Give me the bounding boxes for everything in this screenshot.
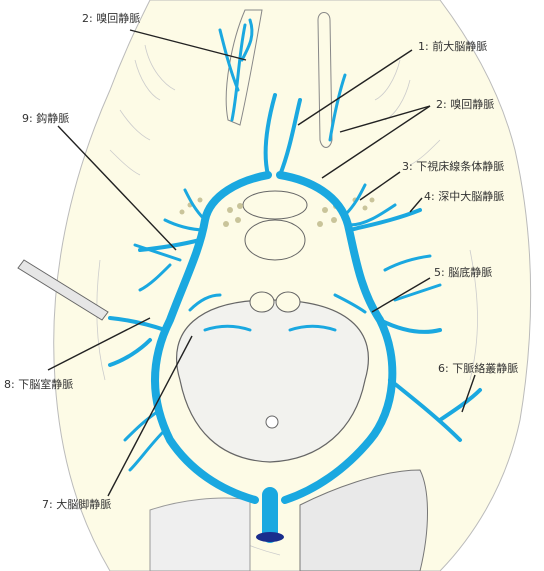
leader-l5 — [371, 277, 431, 313]
anterior-cerebral-vein-left — [263, 93, 277, 177]
inferior-choroidal-vein-right — [378, 318, 482, 442]
label-inferior-ventricular-vein: 8: 下脳室静脈 — [4, 378, 74, 391]
straight-sinus — [256, 532, 284, 542]
leader-l3 — [359, 171, 401, 201]
deep-middle-cerebral-vein-right — [348, 208, 422, 232]
label-peduncular-vein: 7: 大脳脚静脈 — [42, 498, 112, 511]
brain-base-outline — [53, 0, 532, 571]
retractor-probe — [17, 259, 109, 321]
tuber-cinereum — [244, 219, 306, 261]
leader-l6 — [461, 374, 476, 413]
label-deep-middle-cerebral-vein: 4: 深中大脳静脈 — [424, 190, 505, 203]
anterior-cerebral-vein-right — [278, 98, 302, 177]
label-uncal-vein: 9: 鈎静脈 — [22, 112, 70, 125]
inferior-striate-veins-left — [163, 188, 207, 232]
olfactory-vein-right — [328, 73, 347, 142]
label-basal-vein: 5: 脳底静脈 — [434, 266, 493, 279]
cerebral-aqueduct — [265, 415, 279, 429]
tissue-hatching — [96, 44, 478, 556]
leader-l2b-1 — [339, 105, 431, 133]
basal-tributaries-right — [383, 254, 442, 302]
uncal-vein-left — [133, 243, 182, 292]
leader-l8 — [47, 317, 151, 371]
label-olfactory-vein-left: 2: 嗅回静脈 — [82, 12, 141, 25]
inferior-striate-veins-right — [343, 183, 397, 227]
leader-l9 — [57, 125, 177, 251]
leader-lines — [47, 29, 476, 497]
cerebellum-left — [149, 497, 251, 571]
leader-l2b-2 — [321, 105, 431, 179]
leader-l7 — [107, 335, 193, 497]
leader-l1 — [297, 49, 413, 126]
label-olfactory-vein-right: 2: 嗅回静脈 — [436, 98, 495, 111]
mammillary-left — [249, 291, 275, 313]
basal-tributaries-left — [123, 408, 167, 472]
cerebellum-right — [299, 469, 428, 571]
leader-l4 — [409, 197, 423, 213]
venous-system — [108, 18, 482, 543]
basal-vein-left — [151, 171, 272, 504]
label-inferior-striate-veins: 3: 下視床線条体静脈 — [402, 160, 505, 173]
midbrain-outline — [175, 299, 369, 463]
optic-chiasm — [242, 190, 308, 220]
right-olfactory-tract — [317, 12, 333, 148]
leader-l2a — [129, 29, 247, 61]
mammillary-right — [275, 291, 301, 313]
label-inferior-choroidal-vein: 6: 下脈絡叢静脈 — [438, 362, 519, 375]
peduncular-veins — [188, 293, 367, 332]
perforated-substance-granules — [179, 197, 375, 227]
label-anterior-cerebral-vein: 1: 前大脳静脈 — [418, 40, 488, 53]
olfactory-vein-left — [218, 18, 254, 122]
